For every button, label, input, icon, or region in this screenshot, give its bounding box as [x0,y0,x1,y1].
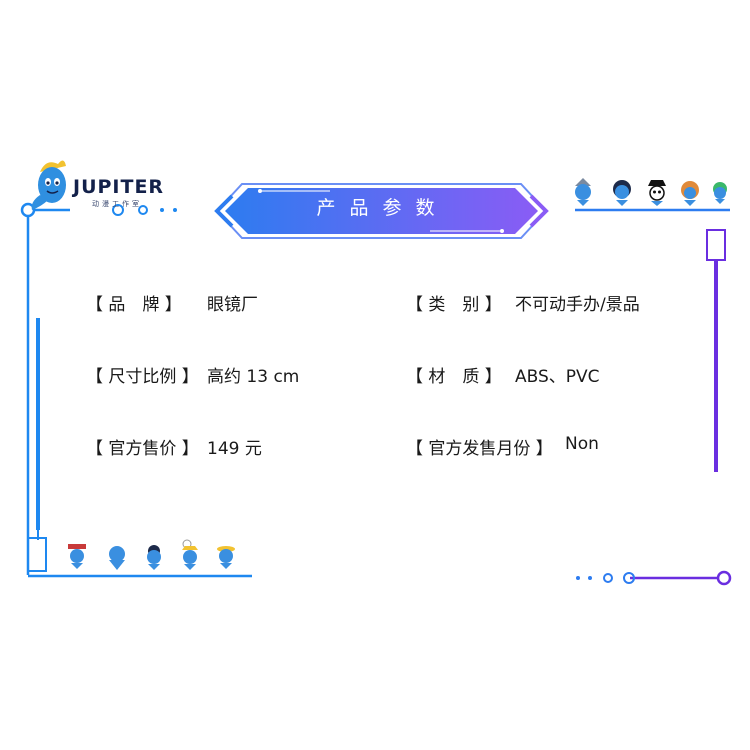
chibi-characters-icon [575,178,727,206]
title-banner [214,183,549,239]
brand-name: JUPITER [73,176,165,198]
scale-label: 【 尺寸比例 】 [86,367,199,387]
release-label: 【 官方发售月份 】 [406,439,553,459]
material-label: 【 材 质 】 [406,367,502,387]
page-title: 产品参数 [316,197,449,219]
category-value: 不可动手办/景品 [515,295,640,315]
chibi-characters-icon [68,539,235,570]
mascot-icon [31,160,66,210]
brand-label: 【 品 牌 】 [86,295,182,315]
left-frame [20,202,252,578]
right-frame [575,208,732,586]
material-value: ABS、PVC [515,367,600,387]
scale-value: 高约 13 cm [207,367,300,387]
brand-subtitle: 动漫工作室 [92,200,142,208]
brand-value: 眼镜厂 [207,295,258,315]
price-label: 【 官方售价 】 [86,439,199,459]
price-value: 149 元 [207,439,262,459]
release-value: Non [565,434,599,454]
category-label: 【 类 别 】 [406,295,502,315]
